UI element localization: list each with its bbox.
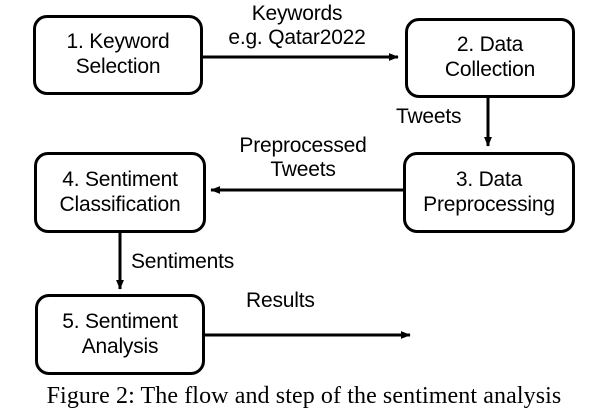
edge-label-sentiments-line1: Sentiments bbox=[131, 250, 235, 273]
node-sentiment-analysis[interactable]: 5. Sentiment Analysis bbox=[35, 294, 205, 375]
edge-label-tweets: Tweets bbox=[396, 105, 488, 129]
flow-connectors bbox=[116, 53, 492, 339]
node-sentiment-classification-line2: Classification bbox=[59, 192, 181, 216]
edge-label-keywords-line1: Keywords bbox=[251, 2, 343, 25]
node-keyword-selection-line2: Selection bbox=[75, 55, 161, 78]
edge-label-tweets-line1: Tweets bbox=[396, 105, 462, 128]
node-keyword-selection-line1: 1. Keyword bbox=[66, 30, 170, 54]
node-data-collection[interactable]: 2. Data Collection bbox=[405, 18, 575, 98]
node-keyword-selection[interactable]: 1. Keyword Selection bbox=[33, 15, 203, 95]
figure-caption: Figure 2: The flow and step of the senti… bbox=[46, 383, 562, 409]
edge-label-sentiments: Sentiments bbox=[131, 250, 271, 274]
edge-label-keywords-line2: e.g. Qatar2022 bbox=[228, 26, 366, 50]
edge-label-results-line1: Results bbox=[246, 289, 315, 312]
node-data-preprocessing-line1: 3. Data bbox=[455, 167, 523, 191]
node-sentiment-classification-line1: 4. Sentiment bbox=[62, 167, 178, 191]
node-data-collection-line1: 2. Data bbox=[456, 33, 524, 57]
node-data-preprocessing[interactable]: 3. Data Preprocessing bbox=[403, 152, 575, 233]
edge-label-keywords: Keywords e.g. Qatar2022 bbox=[207, 2, 387, 50]
edge-label-preprocessed-tweets-line1: Preprocessed bbox=[239, 134, 367, 157]
node-sentiment-analysis-line2: Analysis bbox=[81, 334, 159, 358]
node-data-collection-line2: Collection bbox=[444, 58, 536, 81]
edge-label-preprocessed-tweets: Preprocessed Tweets bbox=[212, 134, 394, 182]
edge-label-preprocessed-tweets-line2: Tweets bbox=[270, 158, 336, 182]
node-data-preprocessing-line2: Preprocessing bbox=[423, 192, 555, 216]
node-sentiment-analysis-line1: 5. Sentiment bbox=[62, 309, 178, 333]
node-sentiment-classification[interactable]: 4. Sentiment Classification bbox=[34, 152, 206, 233]
edge-label-results: Results bbox=[246, 289, 356, 313]
